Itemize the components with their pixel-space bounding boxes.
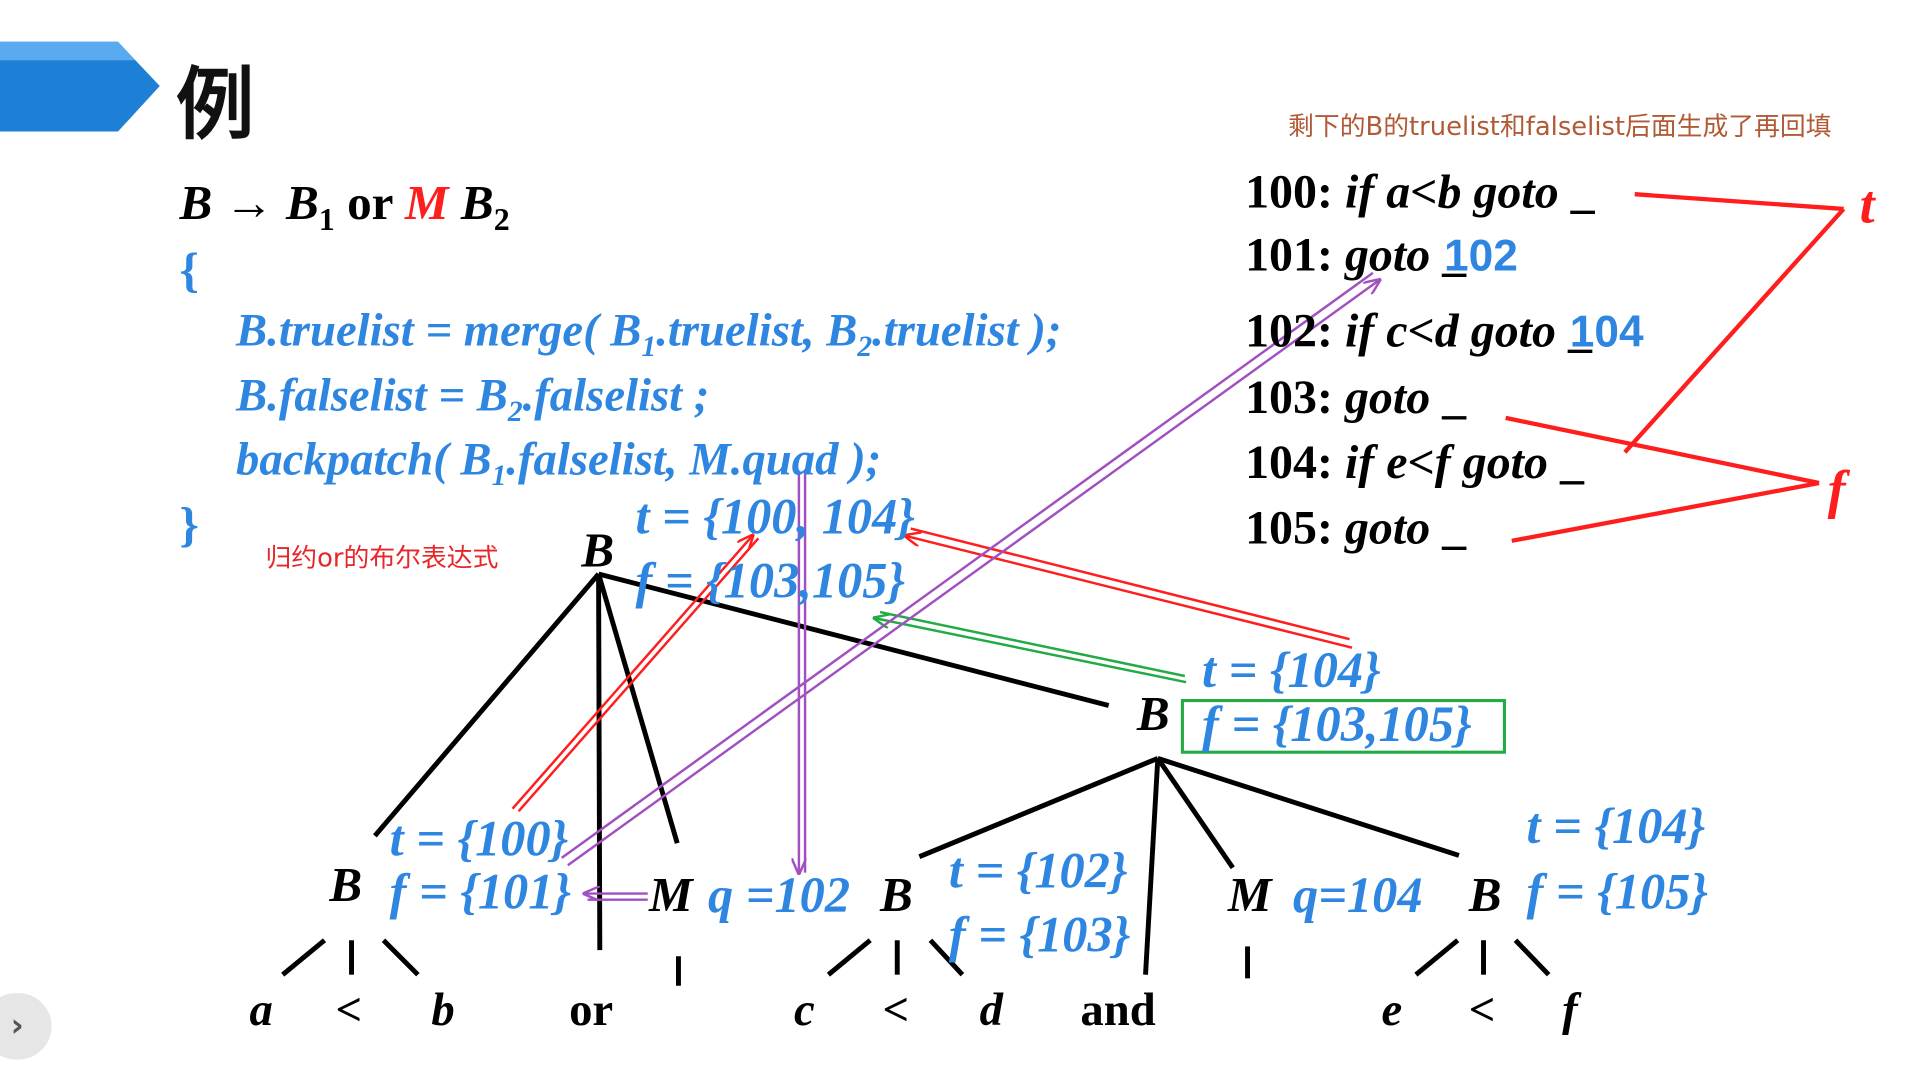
chevron-right-icon: ›	[10, 1007, 24, 1045]
and-node: B	[1136, 685, 1170, 742]
b-node-ef: B	[1468, 866, 1502, 922]
b-node-ab: B	[329, 856, 363, 912]
quad-102-fill: 104	[1569, 306, 1644, 357]
rule-b1-sub: 1	[318, 201, 335, 238]
quad-101-fill: 102	[1444, 229, 1518, 281]
m1-quad: q =102	[707, 866, 851, 924]
title-banner-highlight	[0, 41, 136, 61]
rule-b2-sub: 2	[493, 201, 510, 238]
slide-title: 例	[175, 60, 255, 152]
b-cd-truelist: t = {102}	[948, 841, 1128, 899]
red-arrows	[511, 527, 1353, 813]
and-node-truelist: t = {104}	[1202, 641, 1381, 699]
green-arrow	[875, 610, 1187, 684]
rule-arrow: →	[224, 174, 274, 230]
rule-b1: B	[285, 174, 319, 230]
next-slide-button[interactable]: ›	[0, 993, 52, 1060]
leaf-lt-3: <	[1468, 984, 1496, 1037]
truelist-marker-t: t	[1859, 174, 1875, 235]
b-ef-truelist: t = {104}	[1526, 797, 1706, 855]
rule-or: or	[347, 174, 393, 230]
backpatch-note: 剩下的B的truelist和falselist后面生成了再回填	[1288, 111, 1832, 142]
tf-lines	[1505, 192, 1846, 543]
close-brace: }	[179, 496, 199, 552]
leaf-e: e	[1381, 984, 1403, 1037]
m2-quad: q=104	[1293, 866, 1423, 924]
quad-102: 102: if c<d goto _104	[1245, 304, 1644, 358]
code-line-truelist: B.truelist = merge( B1.truelist, B2.true…	[235, 304, 1062, 364]
leaf-lt-1: <	[335, 984, 363, 1037]
quad-100: 100: if a<b goto _	[1245, 165, 1595, 219]
rule-lhs: B	[179, 174, 213, 230]
code-line-falselist: B.falselist = B2.falselist ;	[235, 369, 710, 429]
or-reduction-note: 归约or的布尔表达式	[265, 543, 499, 573]
leaf-a: a	[249, 984, 273, 1037]
rule-b2: B	[460, 174, 494, 230]
m-node-1: M	[648, 866, 693, 922]
tree-edges	[281, 571, 1551, 986]
title-banner	[0, 41, 160, 132]
leaf-b: b	[431, 984, 455, 1037]
b-cd-falselist: f = {103}	[948, 905, 1131, 963]
rule-m: M	[404, 174, 449, 230]
leaf-and: and	[1080, 984, 1156, 1037]
and-node-falselist: f = {103,105}	[1202, 695, 1472, 753]
root-falselist: f = {103,105}	[635, 551, 906, 609]
leaf-c: c	[793, 984, 815, 1037]
b-ef-falselist: f = {105}	[1526, 862, 1708, 920]
leaf-f: f	[1562, 984, 1578, 1037]
and-node-f-box	[1180, 699, 1506, 754]
root-node: B	[581, 522, 615, 578]
m-node-2: M	[1227, 866, 1272, 922]
purple-arrows	[560, 271, 1379, 901]
root-truelist: t = {100, 104}	[635, 487, 915, 545]
leaf-or: or	[569, 984, 614, 1037]
open-brace: {	[179, 242, 199, 298]
leaf-d: d	[979, 984, 1003, 1037]
b-ab-truelist: t = {100}	[389, 809, 569, 867]
production-rule: B → B1 or M B2	[179, 178, 509, 236]
quad-101: 101: goto _102	[1245, 228, 1518, 282]
falselist-marker-f: f	[1827, 459, 1846, 520]
leaf-lt-2: <	[882, 984, 910, 1037]
quad-104: 104: if e<f goto _	[1245, 436, 1584, 490]
code-line-backpatch: backpatch( B1.falselist, M.quad );	[235, 433, 882, 493]
b-node-cd: B	[880, 866, 913, 922]
quad-103: 103: goto _	[1245, 371, 1467, 425]
b-ab-falselist: f = {101}	[389, 862, 572, 920]
quad-105: 105: goto _	[1245, 501, 1467, 555]
